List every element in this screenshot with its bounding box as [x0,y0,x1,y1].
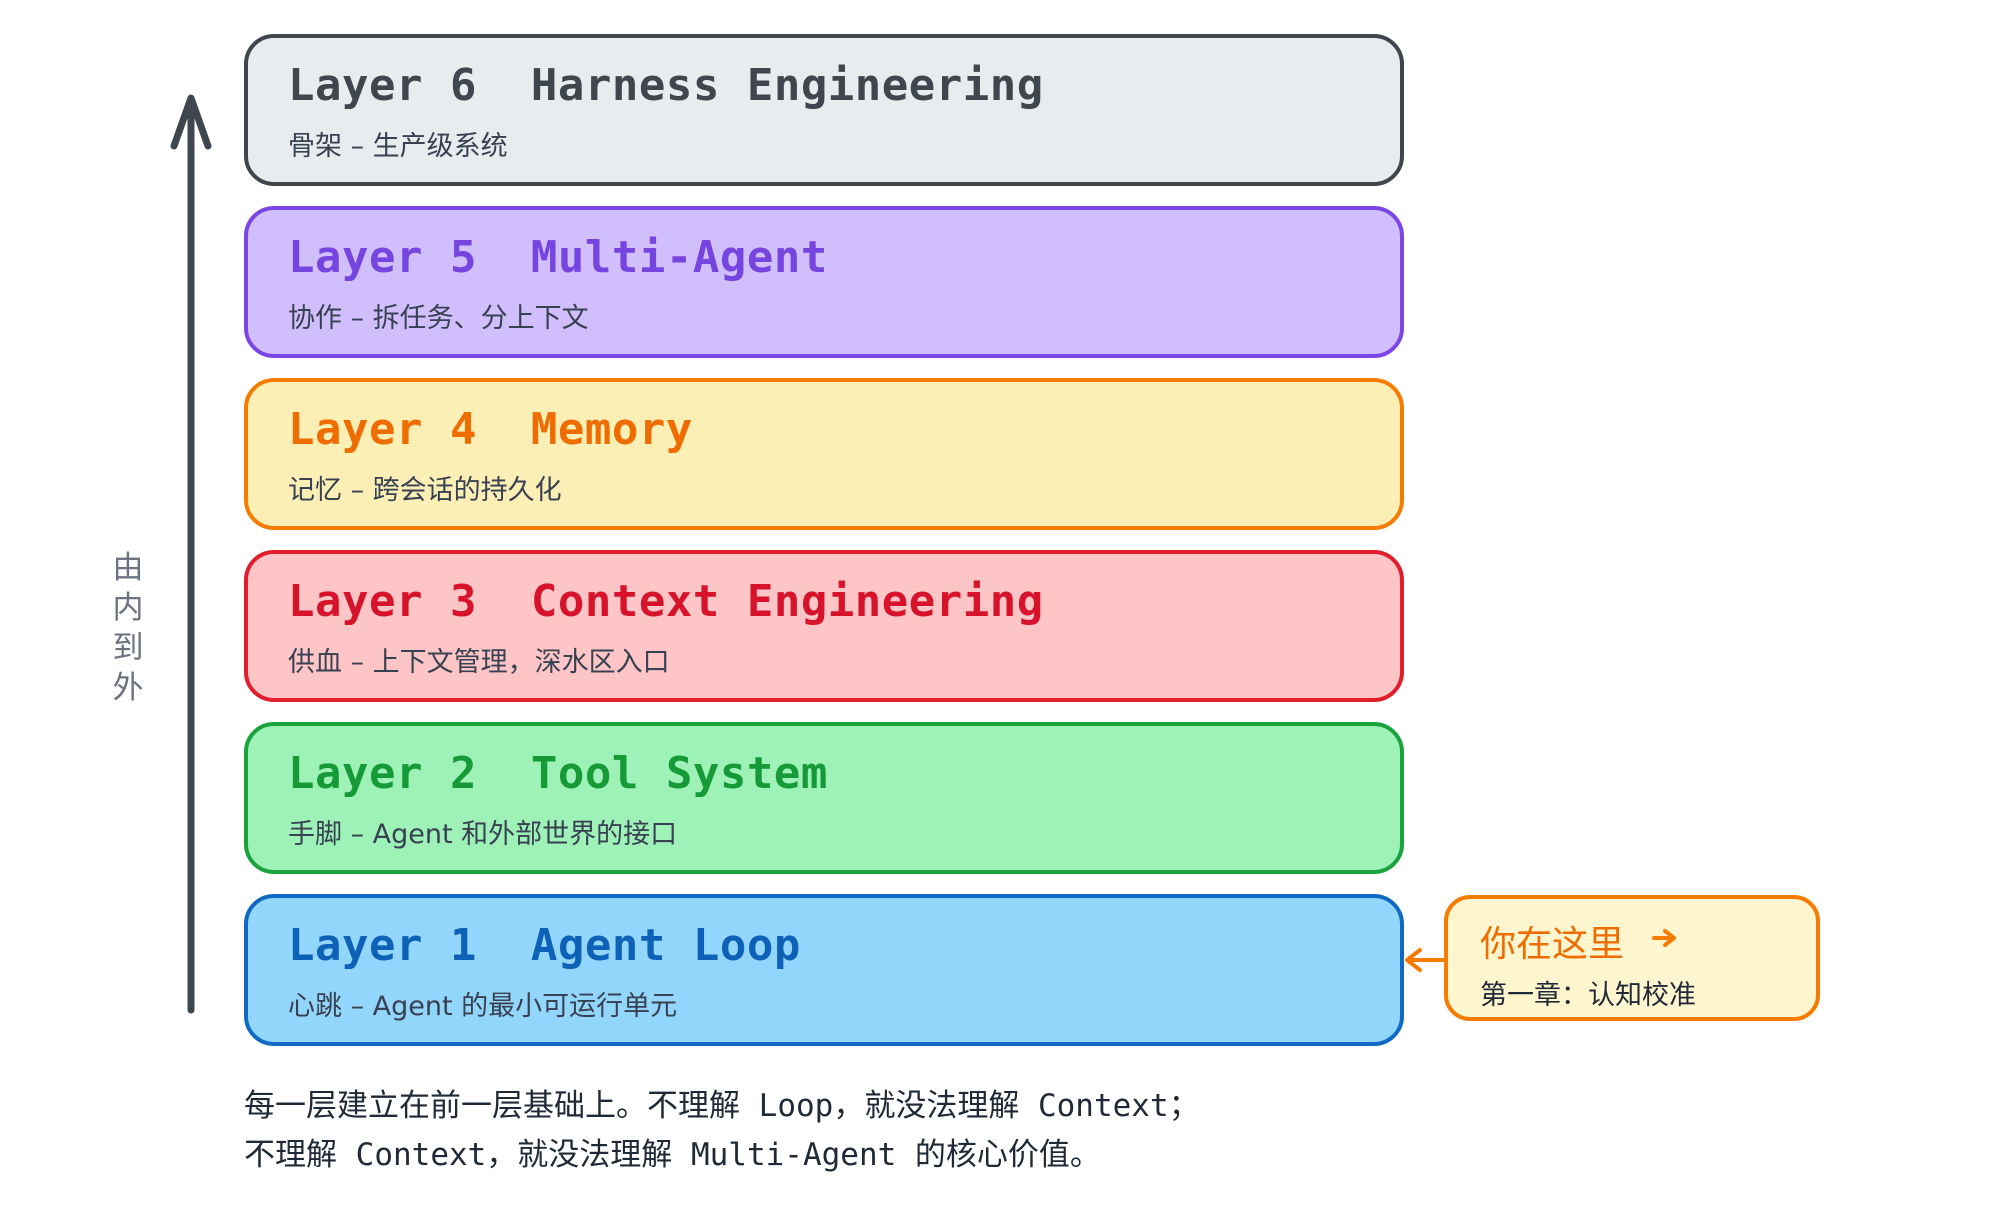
layer-3-desc: 供血 – 上下文管理，深水区入口 [288,647,670,678]
layer-5-desc: 协作 – 拆任务、分上下文 [288,303,589,334]
callout-title: 你在这里 [1480,924,1625,965]
layer-5-box: Layer 5 Multi-Agent 协作 – 拆任务、分上下文 [244,206,1404,358]
callout-subtitle: 第一章：认知校准 [1480,980,1696,1011]
layer-3-title: Layer 3 Context Engineering [288,576,1044,627]
layer-6-desc: 骨架 – 生产级系统 [288,131,508,162]
layer-2-title: Layer 2 Tool System [288,748,828,799]
you-are-here-callout: 你在这里 第一章：认知校准 [1444,895,1820,1021]
layer-2-box: Layer 2 Tool System 手脚 – Agent 和外部世界的接口 [244,722,1404,874]
footnote: 每一层建立在前一层基础上。不理解 Loop，就没法理解 Context； 不理解… [244,1082,1544,1180]
layer-3-box: Layer 3 Context Engineering 供血 – 上下文管理，深… [244,550,1404,702]
layer-4-desc: 记忆 – 跨会话的持久化 [288,475,562,506]
layer-6-title: Layer 6 Harness Engineering [288,60,1044,111]
layer-4-box: Layer 4 Memory 记忆 – 跨会话的持久化 [244,378,1404,530]
footnote-line-2: 不理解 Context，就没法理解 Multi-Agent 的核心价值。 [244,1137,1101,1173]
layer-4-title: Layer 4 Memory [288,404,693,455]
layer-1-box: Layer 1 Agent Loop 心跳 – Agent 的最小可运行单元 [244,894,1404,1046]
arrow-up-icon [170,94,212,1014]
layer-2-desc: 手脚 – Agent 和外部世界的接口 [288,819,678,850]
footnote-line-1: 每一层建立在前一层基础上。不理解 Loop，就没法理解 Context； [244,1088,1200,1124]
layer-6-box: Layer 6 Harness Engineering 骨架 – 生产级系统 [244,34,1404,186]
layer-5-title: Layer 5 Multi-Agent [288,232,828,283]
arrow-left-icon [1405,948,1448,972]
axis-label: 由 内 到 外 [112,550,144,706]
layer-1-title: Layer 1 Agent Loop [288,920,801,971]
arrow-right-icon [1652,929,1676,947]
layer-1-desc: 心跳 – Agent 的最小可运行单元 [288,991,678,1022]
